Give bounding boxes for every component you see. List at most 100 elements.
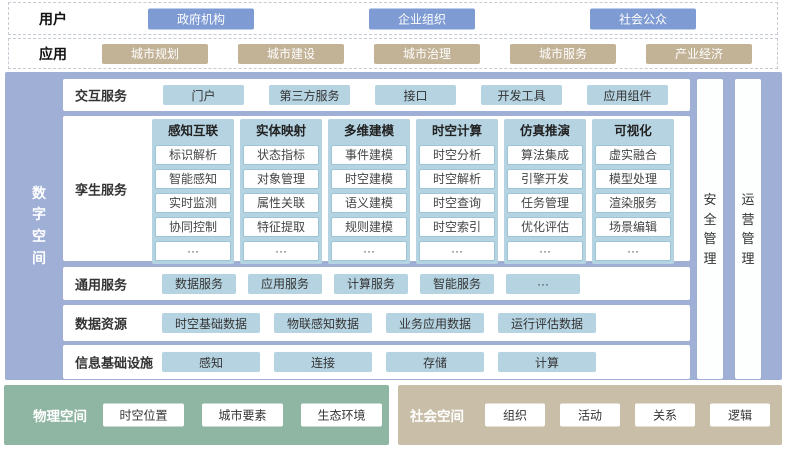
twin-service-box: 属性关联 <box>243 193 319 213</box>
social-space-items: 组织活动关系逻辑 <box>485 403 770 427</box>
twin-service-box: 对象管理 <box>243 169 319 189</box>
operations-management-bar: 运营管理 <box>735 79 761 379</box>
twin-column-title: 感知互联 <box>167 124 218 138</box>
general-service-box: 数据服务 <box>162 273 236 294</box>
twin-column-items: 时空分析时空解析时空查询时空索引··· <box>419 145 495 261</box>
twin-service-box: 模型处理 <box>595 169 671 189</box>
twin-column-items: 标识解析智能感知实时监测协同控制··· <box>155 145 231 261</box>
twin-service-box: 规则建模 <box>331 217 407 237</box>
interaction-services-row: 交互服务 门户第三方服务接口开发工具应用组件 <box>63 79 690 111</box>
infrastructure-box: 感知 <box>162 352 260 372</box>
general-service-box: ··· <box>506 273 580 294</box>
twin-service-box: 特征提取 <box>243 217 319 237</box>
twin-column-items: 状态指标对象管理属性关联特征提取 ··· <box>243 145 319 261</box>
social-space-label: 社会空间 <box>410 409 464 424</box>
twin-service-box: 算法集成 <box>507 145 583 165</box>
interaction-services-label: 交互服务 <box>75 88 128 104</box>
applications-layer: 应用 城市规划城市建设城市治理城市服务产业经济 <box>8 38 778 69</box>
physical-space-box: 时空位置 <box>103 403 184 427</box>
data-resources-label: 数据资源 <box>75 316 128 332</box>
users-layer-items: 政府机构 企业组织 社会公众 <box>148 8 696 29</box>
infrastructure-box: 计算 <box>498 352 596 372</box>
general-service-box: 智能服务 <box>420 273 494 294</box>
infrastructure-row: 信息基础设施 感知连接存储计算 <box>63 345 690 379</box>
twin-service-box: 智能感知 <box>155 169 231 189</box>
application-box: 产业经济 <box>646 43 752 64</box>
twin-column-items: 算法集成引擎开发任务管理优化评估··· <box>507 145 583 261</box>
twin-service-box: ··· <box>155 241 231 261</box>
physical-space-panel: 物理空间 时空位置城市要素生态环境 <box>4 385 389 445</box>
security-management-bar: 安全管理 <box>697 79 723 379</box>
twin-service-box: 时空建模 <box>331 169 407 189</box>
physical-space-label: 物理空间 <box>33 409 87 424</box>
digital-space-label: 数字空间 <box>32 184 46 266</box>
twin-service-box: ··· <box>507 241 583 261</box>
data-resource-box: 物联感知数据 <box>274 313 372 333</box>
user-group-box: 社会公众 <box>590 8 696 29</box>
digital-space-label-wrap: 数字空间 <box>26 72 52 380</box>
twin-services-columns: 感知互联 标识解析智能感知实时监测协同控制··· 实体映射 状态指标对象管理属性… <box>152 119 674 264</box>
physical-space-box: 城市要素 <box>202 403 283 427</box>
interaction-service-box: 应用组件 <box>587 85 668 105</box>
social-space-box: 逻辑 <box>710 403 770 427</box>
users-layer: 用户 政府机构企业组织社会公众 <box>8 2 778 35</box>
twin-service-column: 实体映射 状态指标对象管理属性关联特征提取 ··· <box>240 119 322 264</box>
social-space-panel: 社会空间 组织活动关系逻辑 <box>398 385 782 445</box>
social-space-box: 组织 <box>485 403 545 427</box>
twin-column-title: 实体映射 <box>255 124 306 138</box>
twin-service-box: 虚实融合 <box>595 145 671 165</box>
infrastructure-box: 连接 <box>274 352 372 372</box>
general-service-box: 应用服务 <box>248 273 322 294</box>
general-service-box: 计算服务 <box>334 273 408 294</box>
social-space-box: 活动 <box>560 403 620 427</box>
applications-layer-label: 应用 <box>39 45 67 62</box>
twin-service-box: 时空分析 <box>419 145 495 165</box>
infrastructure-label: 信息基础设施 <box>75 355 154 371</box>
twin-service-box: 优化评估 <box>507 217 583 237</box>
data-resources-items: 时空基础数据物联感知数据业务应用数据运行评估数据 <box>162 313 596 333</box>
twin-service-box: ··· <box>243 241 319 261</box>
physical-space-box: 生态环境 <box>301 403 382 427</box>
twin-service-box: 事件建模 <box>331 145 407 165</box>
physical-space-items: 时空位置城市要素生态环境 <box>103 403 382 427</box>
general-services-row: 通用服务 数据服务应用服务计算服务智能服务 ··· <box>63 267 690 300</box>
twin-service-box: 时空查询 <box>419 193 495 213</box>
twin-service-box: 状态指标 <box>243 145 319 165</box>
twin-services-label: 孪生服务 <box>75 182 128 197</box>
twin-service-column: 多维建模 事件建模时空建模语义建模规则建模 ··· <box>328 119 410 264</box>
application-box: 城市服务 <box>510 43 616 64</box>
twin-service-column: 感知互联 标识解析智能感知实时监测协同控制··· <box>152 119 234 264</box>
digital-space-container: 数字空间 交互服务 门户第三方服务接口开发工具应用组件 孪生服务 感知互联 <box>5 72 782 380</box>
infrastructure-items: 感知连接存储计算 <box>162 352 596 372</box>
user-group-box: 企业组织 <box>369 8 475 29</box>
twin-service-box: ··· <box>419 241 495 261</box>
twin-service-box: 渲染服务 <box>595 193 671 213</box>
application-box: 城市治理 <box>374 43 480 64</box>
general-services-label: 通用服务 <box>75 277 128 292</box>
twin-service-box: 场景编辑 <box>595 217 671 237</box>
twin-service-box: ··· <box>331 241 407 261</box>
twin-service-box: 实时监测 <box>155 193 231 213</box>
user-group-box: 政府机构 <box>148 8 254 29</box>
application-box: 城市建设 <box>238 43 344 64</box>
data-resource-box: 运行评估数据 <box>498 313 596 333</box>
data-resource-box: 业务应用数据 <box>386 313 484 333</box>
twin-service-box: 时空索引 <box>419 217 495 237</box>
twin-column-items: 虚实融合模型处理渲染服务场景编辑··· <box>595 145 671 261</box>
twin-column-title: 时空计算 <box>431 124 482 138</box>
twin-column-items: 事件建模时空建模语义建模规则建模 ··· <box>331 145 407 261</box>
twin-service-column: 仿真推演 算法集成引擎开发任务管理优化评估··· <box>504 119 586 264</box>
infrastructure-box: 存储 <box>386 352 484 372</box>
social-space-box: 关系 <box>635 403 695 427</box>
security-management-label: 安全管理 <box>703 192 717 266</box>
twin-service-column: 可视化 虚实融合模型处理渲染服务场景编辑··· <box>592 119 674 264</box>
data-resource-box: 时空基础数据 <box>162 313 260 333</box>
interaction-service-box: 接口 <box>375 85 456 105</box>
operations-management-label: 运营管理 <box>741 192 755 266</box>
applications-layer-items: 城市规划城市建设城市治理城市服务产业经济 <box>102 43 752 64</box>
twin-column-title: 多维建模 <box>343 124 394 138</box>
twin-service-box: 语义建模 <box>331 193 407 213</box>
interaction-services-items: 门户第三方服务接口开发工具应用组件 <box>163 85 668 105</box>
twin-service-box: 协同控制 <box>155 217 231 237</box>
